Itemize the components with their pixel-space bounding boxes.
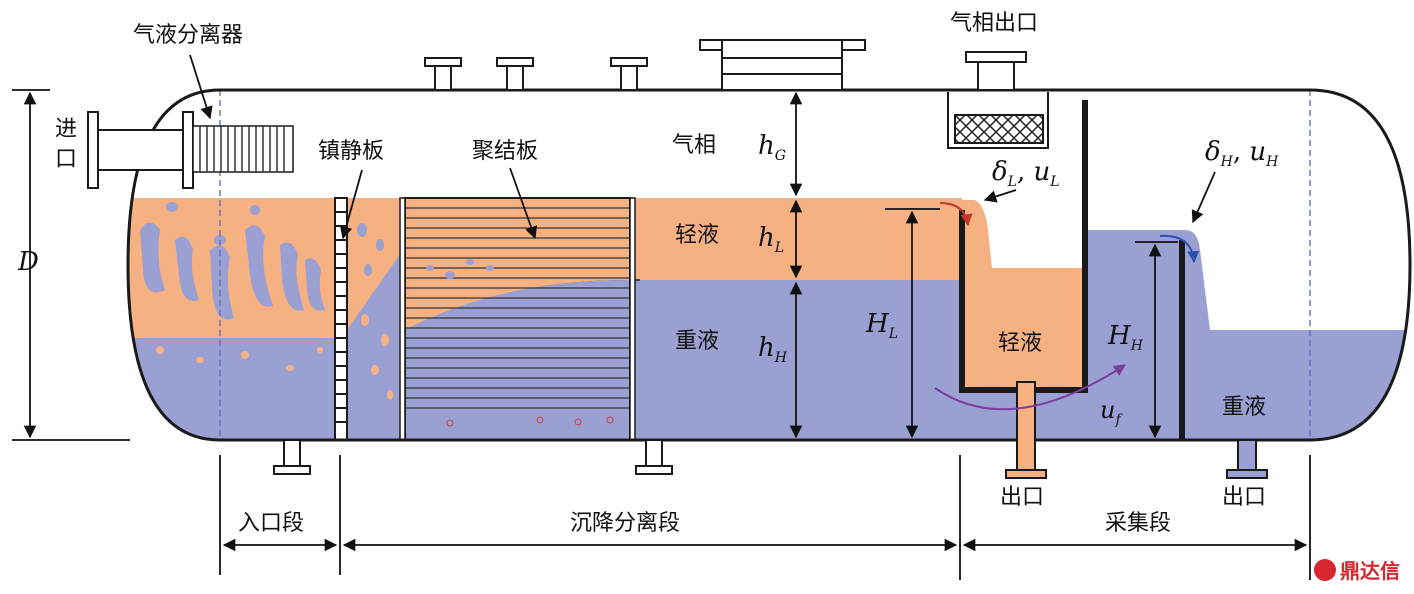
leader-separator bbox=[189, 54, 213, 120]
bottom-nozzles bbox=[273, 439, 673, 475]
watermark: 鼎达信 bbox=[1314, 559, 1400, 583]
label-outlet-heavy: 出口 bbox=[1222, 485, 1266, 510]
symbol-uf: uf bbox=[1100, 396, 1123, 428]
light-outlet-pipe bbox=[1016, 381, 1036, 473]
leader-deltaL bbox=[983, 189, 1017, 203]
heavy-weir bbox=[1179, 240, 1185, 440]
label-coalescing-plate: 聚结板 bbox=[472, 139, 538, 164]
label-collect-section: 采集段 bbox=[1105, 511, 1171, 536]
droplets-inlet bbox=[140, 202, 325, 371]
symbol-HL: HL bbox=[865, 309, 898, 342]
symbol-D: D bbox=[17, 247, 39, 277]
leader-deltaH bbox=[1191, 171, 1216, 224]
symbol-hH: hH bbox=[758, 333, 788, 366]
watermark-logo-icon bbox=[1314, 559, 1336, 581]
label-heavy-liquid: 重液 bbox=[675, 329, 719, 354]
light-chamber-fill bbox=[962, 200, 1085, 390]
section-dashes bbox=[219, 90, 1311, 440]
droplets-calming bbox=[347, 198, 403, 440]
label-inlet-section: 入口段 bbox=[238, 511, 304, 536]
symbol-deltaL-uL: δL, uL bbox=[992, 157, 1060, 190]
calming-plate bbox=[334, 197, 348, 441]
top-nozzles bbox=[424, 39, 866, 91]
symbol-hL: hL bbox=[758, 223, 784, 256]
demister-mesh bbox=[954, 114, 1044, 144]
heavy-overflow-arrow bbox=[1159, 234, 1200, 264]
gas-outlet-nozzle bbox=[947, 51, 1049, 149]
label-gas-phase: 气相 bbox=[672, 133, 716, 158]
label-inlet-2: 口 bbox=[55, 147, 77, 172]
label-calming-plate: 镇静板 bbox=[318, 139, 384, 164]
label-light-liquid: 轻液 bbox=[675, 223, 719, 248]
label-light-in-chamber: 轻液 bbox=[998, 331, 1042, 356]
heavy-outlet-pipe bbox=[1237, 439, 1257, 471]
vessel-shell bbox=[126, 88, 1412, 442]
leader-coalescing bbox=[509, 167, 538, 240]
inlet-pipe bbox=[87, 111, 294, 189]
label-outlet-light: 出口 bbox=[1000, 485, 1044, 510]
symbol-HH: HH bbox=[1107, 321, 1144, 354]
leader-calming bbox=[339, 169, 363, 240]
light-overflow-arrow bbox=[939, 202, 973, 227]
uf-flow-arrow bbox=[934, 364, 1127, 411]
label-inlet-1: 进 bbox=[55, 117, 77, 142]
label-gas-outlet: 气相出口 bbox=[950, 11, 1038, 36]
watermark-text: 鼎达信 bbox=[1340, 559, 1400, 583]
label-heavy-in-collect: 重液 bbox=[1222, 395, 1266, 420]
label-settling-section: 沉降分离段 bbox=[570, 511, 680, 536]
symbol-deltaH-uH: δH, uH bbox=[1205, 137, 1279, 170]
coalescing-plate-pack bbox=[399, 197, 636, 441]
label-separator: 气液分离器 bbox=[133, 23, 243, 48]
symbol-hG: hG bbox=[758, 131, 786, 164]
